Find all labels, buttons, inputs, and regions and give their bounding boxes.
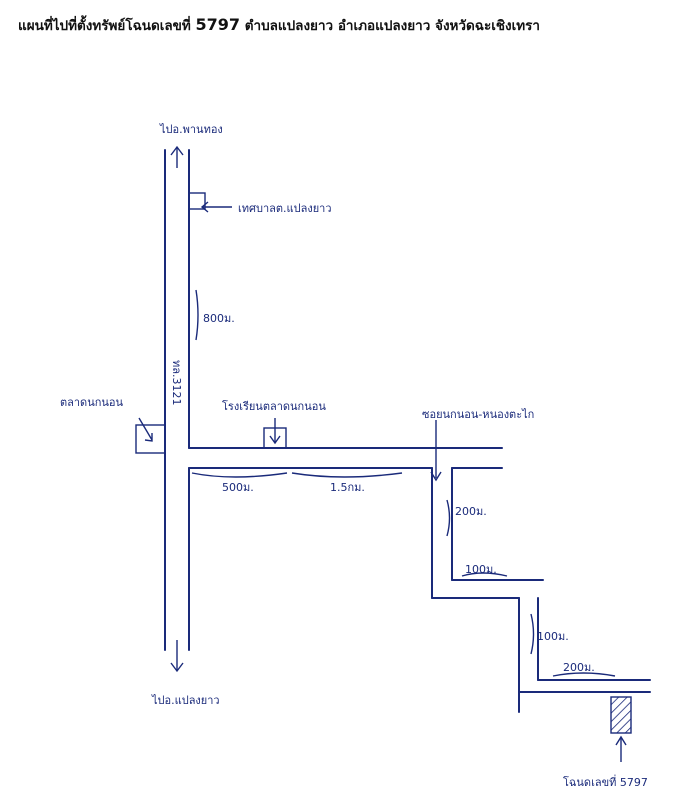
north-arrow-icon	[170, 145, 184, 168]
page-title: แผนที่ไปที่ตั้งทรัพย์โฉนดเลขที่ 5797 ตำบ…	[18, 14, 668, 36]
title-prefix: แผนที่ไปที่ตั้งทรัพย์โฉนดเลขที่	[18, 18, 191, 34]
dist-500-label: 500ม.	[222, 481, 254, 494]
dist-800-label: 800ม.	[203, 312, 235, 325]
deed-number: 5797	[195, 15, 241, 34]
school-label: โรงเรียนตลาดนกนอน	[222, 399, 326, 413]
municipality-label: เทศบาลต.แปลงยาว	[238, 202, 332, 215]
market-marker	[135, 417, 166, 454]
dist-1-5km-label: 1.5กม.	[330, 481, 365, 494]
dist-800-bracket	[195, 289, 199, 341]
to-north-label: ไปอ.พานทอง	[159, 123, 223, 136]
dist-100b-label: 100ม.	[537, 630, 569, 643]
market-label: ตลาดนกนอน	[60, 396, 124, 409]
dist-200b-bracket	[552, 672, 616, 677]
dist-200b-label: 200ม.	[563, 661, 595, 674]
deed-property-marker	[610, 696, 632, 762]
soi-segment-4	[518, 679, 651, 693]
soi-segment-2	[431, 579, 544, 599]
soi-segment-1	[431, 467, 453, 599]
deed-label: โฉนดเลขที่ 5797	[563, 774, 648, 789]
municipality-marker	[188, 192, 232, 213]
to-south-label: ไปอ.แปลงยาว	[151, 694, 220, 707]
soi-segment-3	[518, 597, 539, 713]
title-suffix: ตำบลแปลงยาว อำเภอแปลงยาว จังหวัดฉะเชิงเท…	[244, 18, 540, 34]
dist-200a-bracket	[446, 499, 451, 537]
dist-200a-label: 200ม.	[455, 505, 487, 518]
dist-100a-label: 100ม.	[465, 563, 497, 576]
highway-label: ทล.3121	[170, 360, 183, 405]
south-arrow-icon	[170, 640, 184, 673]
school-marker	[263, 418, 287, 449]
east-road	[188, 447, 503, 469]
soi-label: ซอยนกนอน-หนองตะไก	[422, 408, 534, 421]
dist-brackets-east	[191, 472, 403, 478]
dist-100b-bracket	[530, 613, 535, 655]
dist-100a-bracket	[461, 572, 508, 577]
